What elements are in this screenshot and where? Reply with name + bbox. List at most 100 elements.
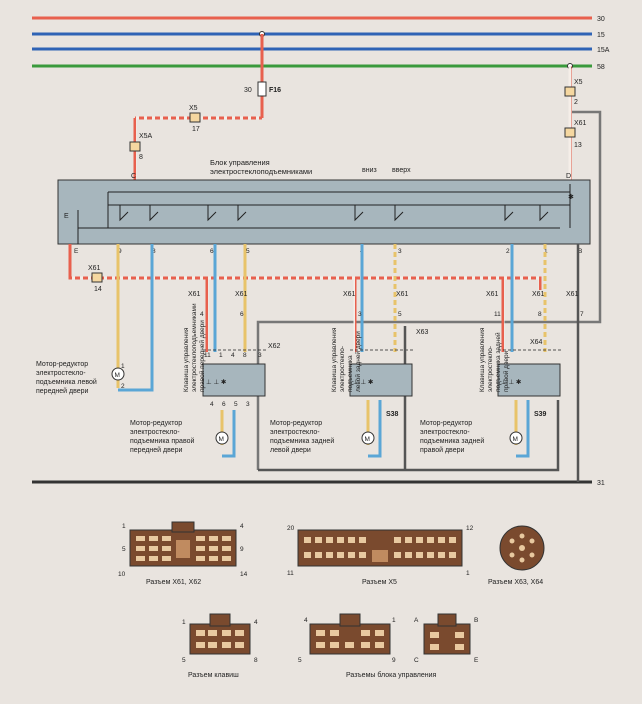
motor-lr-m: M bbox=[365, 436, 370, 443]
motor-lr-label-3: подъемника задней bbox=[270, 437, 334, 445]
motor-lr-icon bbox=[361, 431, 375, 445]
x61-f-label: X61 bbox=[532, 291, 545, 298]
motor-lf-m: M bbox=[115, 372, 120, 379]
x61-14-name: X61 bbox=[88, 265, 101, 272]
switch-front-contacts: ⊥ ⊥ ✱ bbox=[206, 378, 227, 386]
cu-pin-1: 1 bbox=[544, 248, 548, 255]
keys-pin-1: 1 bbox=[182, 619, 186, 626]
keys-pin-4: 4 bbox=[254, 619, 258, 626]
connector-cu-b-pins bbox=[430, 632, 464, 650]
x61-pin-9: 9 bbox=[240, 546, 244, 553]
x62-pin-4: 4 bbox=[231, 352, 235, 359]
lr-pin-3: 3 bbox=[358, 311, 362, 318]
x61-13-name: X61 bbox=[574, 120, 587, 127]
x5-17-pin: 17 bbox=[192, 126, 200, 133]
connector-x5-17-icon bbox=[189, 112, 201, 123]
control-unit-down: вниз bbox=[362, 167, 377, 174]
motor-lr-label-4: левой двери bbox=[270, 446, 311, 454]
lamp-icon: ✱ bbox=[568, 193, 574, 201]
motor-lf-pin2: 2 bbox=[121, 383, 125, 390]
svg-text:Клавиша управления: Клавиша управления bbox=[479, 327, 486, 392]
bus-30-label: 30 bbox=[597, 16, 605, 23]
x5-2-name: X5 bbox=[574, 79, 583, 86]
svg-text:подъемника: подъемника bbox=[347, 355, 354, 392]
s39-label: S39 bbox=[534, 411, 547, 418]
motor-lf-pin1: 1 bbox=[121, 363, 125, 370]
x62-pin-11: 11 bbox=[204, 352, 211, 359]
x5-17-name: X5 bbox=[189, 105, 198, 112]
b-pin-7: 7 bbox=[580, 311, 584, 318]
connector-cu-b-key bbox=[437, 613, 457, 627]
connector-cu-a-key bbox=[339, 613, 361, 627]
x61-c-label: X61 bbox=[343, 291, 356, 298]
cu-a-pin-5: 5 bbox=[298, 657, 302, 664]
connector-keys-shape bbox=[189, 623, 251, 655]
lr-pin-5: 5 bbox=[398, 311, 402, 318]
x5-pin-11: 11 bbox=[287, 570, 294, 577]
keys-pin-8: 8 bbox=[254, 657, 258, 664]
switch-rr-label: Клавиша управления электростекло- подъем… bbox=[479, 327, 510, 392]
fuse-icon bbox=[257, 81, 267, 97]
x61-pin-5: 5 bbox=[122, 546, 126, 553]
x61-d-label: X61 bbox=[396, 291, 409, 298]
keys-pin-5: 5 bbox=[182, 657, 186, 664]
cu-b-pin-a: A bbox=[414, 617, 419, 624]
connector-keys-label: Разъем клавиш bbox=[188, 672, 239, 679]
connector-x5-label: Разъем X5 bbox=[362, 579, 397, 586]
x61-e-label: X61 bbox=[486, 291, 499, 298]
s38-label: S38 bbox=[386, 411, 399, 418]
switch-rr-box bbox=[497, 363, 561, 397]
connector-cu-label: Разъемы блока управления bbox=[346, 671, 437, 679]
x5a-name: X5A bbox=[139, 133, 153, 140]
cu-internal-switches bbox=[77, 184, 571, 244]
cu-pin-9: 9 bbox=[118, 248, 122, 255]
svg-text:электростекло-: электростекло- bbox=[487, 346, 494, 392]
svg-text:электростекло-: электростекло- bbox=[339, 346, 346, 392]
svg-text:правой двери: правой двери bbox=[502, 350, 510, 392]
connector-keys-pins bbox=[196, 630, 244, 648]
motor-lr-label-2: электростекло- bbox=[270, 429, 320, 436]
fuse-left-label: 30 bbox=[244, 87, 252, 94]
wire-common-e bbox=[68, 244, 542, 290]
x5-pin-20: 20 bbox=[287, 525, 295, 532]
motor-rf-icon bbox=[215, 431, 229, 445]
bus-58-label: 58 bbox=[597, 64, 605, 71]
control-unit-up: вверх bbox=[392, 167, 411, 174]
wire-lf-blue bbox=[118, 244, 154, 392]
switch-front-box bbox=[202, 363, 266, 397]
cu-pin-e-side: E bbox=[64, 213, 69, 220]
motor-lf-label-3: подъемника левой bbox=[36, 378, 97, 386]
connector-x61-13-icon bbox=[564, 127, 576, 138]
connector-cu-a-pins bbox=[316, 630, 384, 648]
ground-bus-label: 31 bbox=[597, 480, 605, 487]
cu-pin-3: 3 bbox=[398, 248, 402, 255]
cu-a-pin-9: 9 bbox=[392, 657, 396, 664]
wire-lrm-blue bbox=[368, 400, 382, 458]
sw-front-pin-6: 6 bbox=[222, 401, 226, 408]
motor-rf-label-3: подъемника правой bbox=[130, 437, 194, 445]
motor-rr-icon bbox=[509, 431, 523, 445]
wire-ground-return bbox=[258, 400, 560, 472]
cu-a-pin-4: 4 bbox=[304, 617, 308, 624]
x5-pin-1: 1 bbox=[466, 570, 470, 577]
connector-x5-pins bbox=[304, 537, 456, 562]
cu-pin-8: 8 bbox=[152, 248, 156, 255]
connector-cu-a-shape bbox=[309, 623, 391, 655]
cu-pin-2: 2 bbox=[506, 248, 510, 255]
bus-15-label: 15 bbox=[597, 32, 605, 39]
cu-pin-e: E bbox=[74, 248, 79, 255]
x5-pin-12: 12 bbox=[466, 525, 474, 532]
x62-pin-3: 3 bbox=[258, 352, 262, 359]
x61-pin-4: 4 bbox=[240, 523, 244, 530]
control-unit-title-1: Блок управления bbox=[210, 158, 270, 167]
x61-14-pin: 14 bbox=[94, 286, 102, 293]
cu-pin-b: B bbox=[578, 248, 582, 255]
motor-rr-label-2: электростекло- bbox=[420, 429, 470, 436]
x5a-pin: 8 bbox=[139, 154, 143, 161]
svg-text:правой передней двери: правой передней двери bbox=[198, 320, 206, 392]
x64-label: X64 bbox=[530, 339, 543, 346]
cu-a-pin-1: 1 bbox=[392, 617, 396, 624]
x63-label: X63 bbox=[416, 329, 429, 336]
x61-g-label: X61 bbox=[566, 291, 579, 298]
rr-pin-11: 11 bbox=[494, 311, 501, 318]
